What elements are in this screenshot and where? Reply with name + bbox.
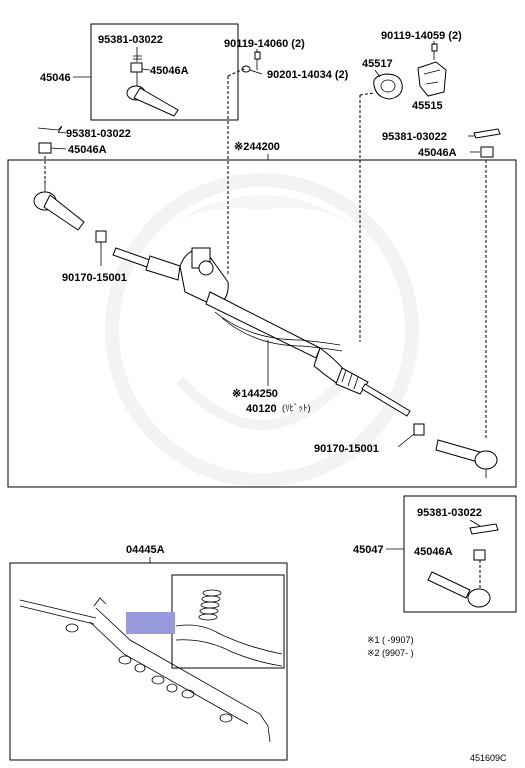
nut-icon — [130, 62, 143, 73]
note-2: ※2 (9907- ) — [367, 648, 414, 658]
cotter-pin-icon — [37, 125, 63, 134]
label-45046a-box-tl[interactable]: 45046A — [150, 65, 189, 77]
label-45046a-br[interactable]: 45046A — [414, 546, 453, 558]
label-44200[interactable]: ※244200 — [234, 141, 280, 153]
nut-icon — [473, 549, 486, 561]
cotter-pin-icon — [133, 55, 142, 60]
label-90119-14060[interactable]: 90119-14060 (2) — [224, 38, 305, 50]
nut-icon — [480, 146, 494, 158]
box-45047 — [403, 495, 517, 613]
bracket-icon — [417, 61, 447, 97]
label-45046a-ml[interactable]: 45046A — [68, 144, 107, 156]
gasket-kit-rack-icon — [19, 597, 271, 743]
diagram-code: 451609C — [470, 753, 507, 763]
label-95381-mr[interactable]: 95381-03022 — [382, 131, 447, 143]
bolt-icon — [431, 43, 438, 60]
tie-rod-end-icon — [427, 571, 491, 608]
label-95381-br[interactable]: 95381-03022 — [417, 507, 482, 519]
bolt-icon — [254, 51, 261, 70]
label-45517[interactable]: 45517 — [362, 58, 393, 70]
label-95381-ml[interactable]: 95381-03022 — [66, 128, 131, 140]
label-90170-right[interactable]: 90170-15001 — [314, 443, 379, 455]
label-144250[interactable]: ※144250 — [232, 388, 278, 400]
seal-rings-icon — [175, 589, 283, 667]
label-40120[interactable]: 40120 — [246, 403, 277, 415]
label-90201-14034[interactable]: 90201-14034 (2) — [267, 69, 349, 81]
cotter-pin-icon — [473, 128, 501, 139]
label-95381-box-tl[interactable]: 95381-03022 — [98, 34, 163, 46]
box-44200 — [7, 159, 517, 488]
label-04445a[interactable]: 04445A — [126, 544, 165, 556]
label-90119-14059[interactable]: 90119-14059 (2) — [381, 30, 462, 42]
inset-detail-box — [171, 574, 285, 669]
label-40120-note: (ﾘﾋﾞｯﾄ) — [282, 403, 311, 413]
steering-rack-icon — [112, 247, 411, 417]
label-45046a-mr[interactable]: 45046A — [418, 147, 457, 159]
label-45046[interactable]: 45046 — [40, 72, 71, 84]
label-90170-left[interactable]: 90170-15001 — [62, 272, 127, 284]
tie-rod-end-icon — [33, 180, 85, 231]
cotter-pin-icon — [469, 523, 499, 535]
label-45047[interactable]: 45047 — [353, 544, 384, 556]
box-04445a — [9, 562, 288, 761]
highlight-marker[interactable] — [126, 612, 175, 634]
tie-rod-end-icon — [126, 72, 179, 117]
tie-rod-end-icon — [435, 439, 498, 478]
lock-nut-icon — [95, 230, 107, 243]
note-1: ※1 ( -9907) — [367, 635, 414, 645]
label-45515[interactable]: 45515 — [412, 100, 443, 112]
washer-icon — [241, 65, 251, 73]
bracket-grommet-icon — [373, 73, 403, 100]
nut-icon — [38, 142, 52, 154]
lock-nut-icon — [413, 423, 425, 436]
watermark-emblem — [105, 173, 419, 487]
